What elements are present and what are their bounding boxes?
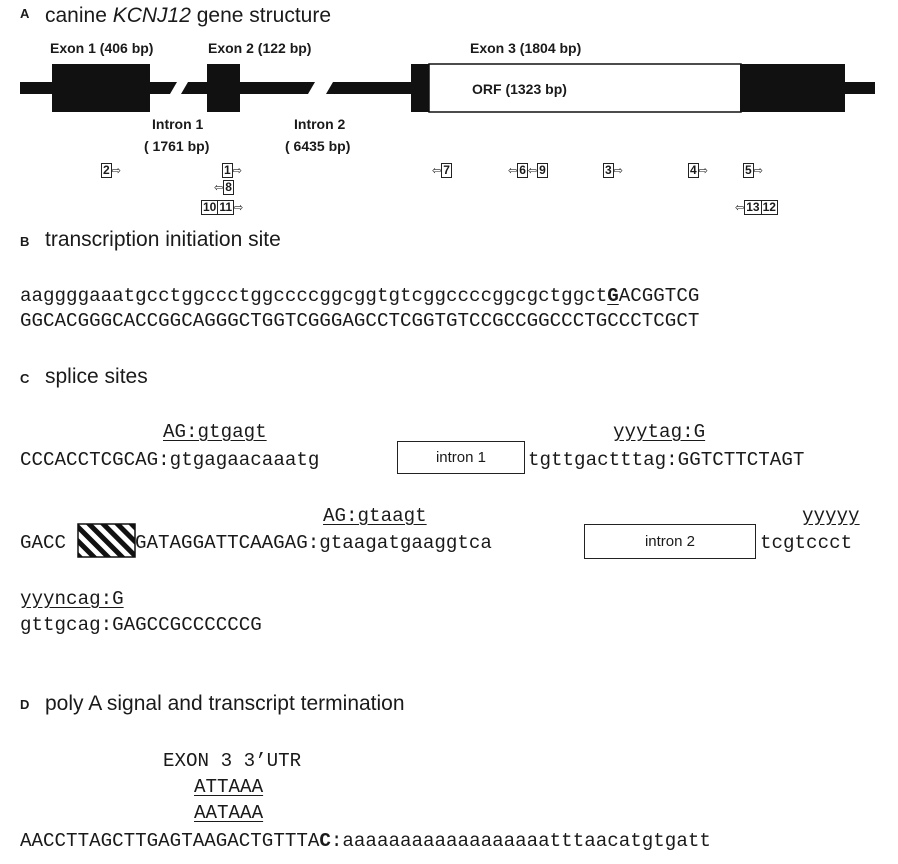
tss-sequence-line-2: GGCACGGGCACCGGCAGGGCTGGTCGGGAGCCTCGGTGTC… [20, 310, 700, 332]
donor-consensus-2: AG:gtaagt [323, 505, 427, 527]
primer-1: 1⇨ [222, 162, 242, 178]
primer-4: 4⇨ [688, 162, 708, 178]
break-mark [170, 82, 177, 94]
panel-a-label: A [20, 6, 30, 21]
primer-7: ⇦7 [432, 162, 452, 178]
intron-2-box: intron 2 [584, 524, 756, 559]
exon-2-block [207, 64, 240, 112]
panel-c-title: splice sites [45, 365, 148, 388]
splice-row-2-c: tcgtccct [760, 532, 853, 554]
exon-1-block [52, 64, 150, 112]
panel-b-title: transcription initiation site [45, 228, 281, 251]
exon-1-label: Exon 1 (406 bp) [50, 40, 154, 56]
splice-row-1-left: CCCACCTCGCAG:gtgagaacaaatg [20, 449, 320, 471]
donor-consensus-1: AG:gtgagt [163, 421, 267, 443]
orf-block [428, 63, 742, 113]
panel-d-title: poly A signal and transcript termination [45, 692, 405, 715]
intron-2-length: ( 6435 bp) [285, 138, 351, 154]
primer-6-9: ⇦6⇦9 [508, 162, 548, 178]
backbone-segment [845, 82, 875, 94]
orf-label: ORF (1323 bp) [472, 81, 567, 97]
acceptor-consensus-1: yyytag:G [613, 421, 706, 443]
cleavage-site-base: C [319, 830, 331, 852]
exon-2-label: Exon 2 (122 bp) [208, 40, 312, 56]
primer-2: 2⇨ [101, 162, 121, 178]
exon-3-3utr-block [740, 64, 845, 112]
polya-signal-1: ATTAAA [194, 776, 264, 798]
intron-1-label: Intron 1 [152, 116, 204, 132]
panel-b-label: B [20, 234, 30, 249]
splice-row-1-right: tgttgactttag:GGTCTTCTAGT [528, 449, 805, 471]
panel-a-title: canine KCNJ12 gene structure [45, 4, 332, 27]
backbone-segment [326, 82, 415, 94]
splice-row-2-b: GATAGGATTCAAGAG:gtaagatgaaggtca [135, 532, 492, 554]
primer-8: ⇦8 [214, 179, 234, 195]
panel-d-label: D [20, 697, 30, 712]
primer-3: 3⇨ [603, 162, 623, 178]
tss-sequence-line-1: aaggggaaatgcctggccctggccccggcggtgtcggccc… [20, 285, 700, 307]
backbone-segment [181, 82, 315, 94]
splice-row-3: gttgcag:GAGCCGCCCCCCG [20, 614, 262, 636]
polya-signal-2: AATAAA [194, 802, 264, 824]
termination-sequence: AACCTTAGCTTGAGTAAGACTGTTTAC:aaaaaaaaaaaa… [20, 830, 711, 852]
acceptor-consensus-2a: yyyyy [802, 505, 860, 527]
exon3-utr-label: EXON 3 3’UTR [163, 750, 302, 772]
splice-row-2-a: GACC [20, 532, 67, 554]
exon-3-5utr-block [411, 64, 429, 112]
transcription-start-base: G [607, 285, 619, 307]
exon-3-label: Exon 3 (1804 bp) [470, 40, 582, 56]
panel-c-label: C [20, 371, 30, 386]
acceptor-consensus-2b: yyyncag:G [20, 588, 124, 610]
intron-1-box: intron 1 [397, 441, 525, 474]
intron-2-label: Intron 2 [294, 116, 346, 132]
primer-5: 5⇨ [743, 162, 763, 178]
intron-1-length: ( 1761 bp) [144, 138, 210, 154]
gene-structure-diagram [20, 63, 875, 113]
